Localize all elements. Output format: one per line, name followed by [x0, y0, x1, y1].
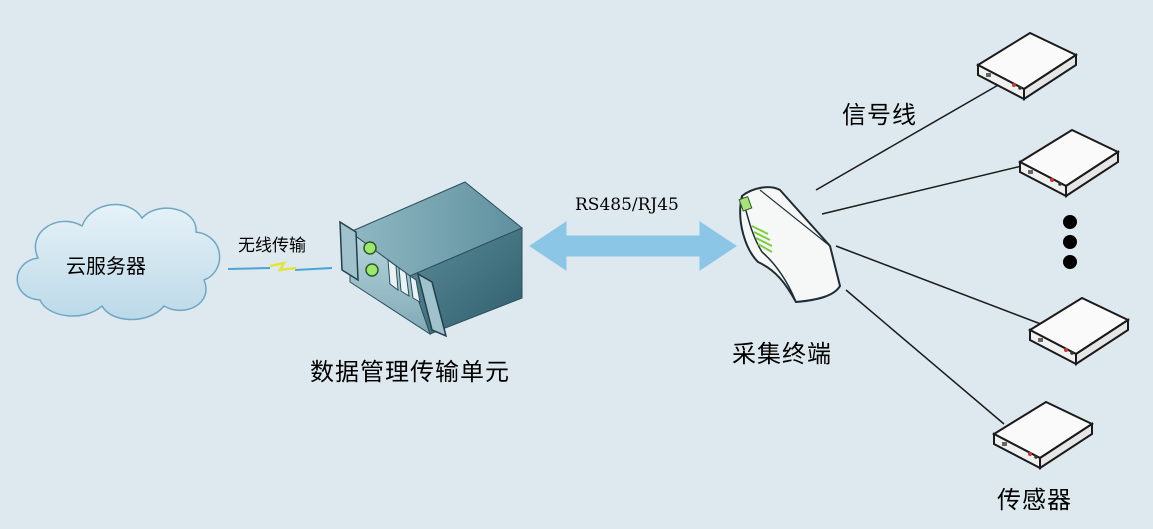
signal-line-label: 信号线	[842, 101, 917, 129]
cloud-server-label: 云服务器	[66, 254, 146, 278]
data-management-unit-label: 数据管理传输单元	[310, 358, 510, 386]
signal-lines	[815, 83, 1047, 425]
cloud-shape	[16, 203, 221, 321]
sensor-icon	[1017, 128, 1121, 198]
wireless-transmission-label: 无线传输	[238, 236, 306, 256]
terminal-icon	[738, 186, 842, 304]
wireless-link	[227, 261, 333, 272]
protocol-label: RS485/RJ45	[575, 195, 679, 215]
sensor-icon	[991, 400, 1095, 470]
sensor-label: 传感器	[997, 486, 1072, 514]
ellipsis-dots	[1063, 215, 1077, 269]
sensor-icon	[975, 31, 1079, 101]
collection-terminal-label: 采集终端	[732, 340, 832, 368]
server-icon	[339, 181, 523, 338]
sensor-icon	[1027, 296, 1131, 366]
double-arrow	[529, 221, 737, 271]
